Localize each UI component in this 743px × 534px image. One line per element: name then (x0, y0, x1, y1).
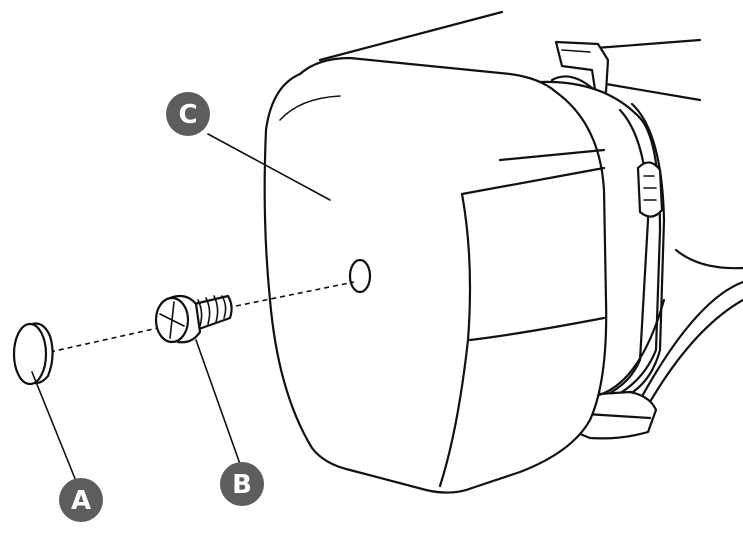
cap-icon (12, 322, 54, 386)
callout-b: B (220, 462, 264, 506)
screw-icon (154, 294, 233, 344)
callout-c-label: C (178, 100, 197, 130)
machine-body (318, 10, 743, 416)
callout-a: A (59, 478, 103, 522)
callout-b-label: B (232, 470, 252, 500)
alignment-line (49, 281, 355, 353)
callout-c: C (166, 92, 210, 136)
screw-hole (348, 258, 372, 294)
leader-lines (31, 133, 331, 487)
cover (263, 56, 608, 494)
callout-a-label: A (71, 486, 91, 516)
